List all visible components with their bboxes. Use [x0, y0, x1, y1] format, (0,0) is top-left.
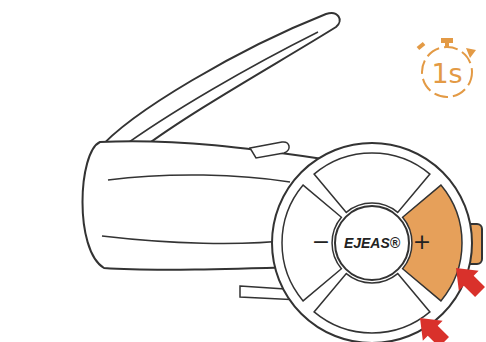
center-button — [335, 206, 409, 280]
brand-logo: EJEAS® — [344, 236, 400, 250]
top-panel-button — [314, 153, 430, 212]
plus-button — [403, 185, 462, 301]
minus-sign: − — [312, 231, 330, 253]
press-arrow — [410, 308, 454, 342]
timer-dial — [422, 47, 472, 97]
timer-arrow — [466, 48, 476, 58]
timer-button — [417, 42, 426, 50]
timer-duration: 1s — [431, 60, 462, 87]
plus-sign: + — [413, 231, 431, 253]
press-arrow — [446, 258, 486, 302]
control-panel — [272, 143, 472, 342]
clip-edge — [118, 32, 318, 150]
clip-arm — [98, 13, 340, 150]
top-button — [250, 142, 289, 158]
timer-crown — [441, 38, 453, 43]
timer-stem — [445, 43, 449, 47]
minus-button — [282, 185, 341, 301]
bottom-button — [314, 274, 430, 333]
body-line — [108, 175, 290, 182]
body-line — [102, 236, 292, 243]
